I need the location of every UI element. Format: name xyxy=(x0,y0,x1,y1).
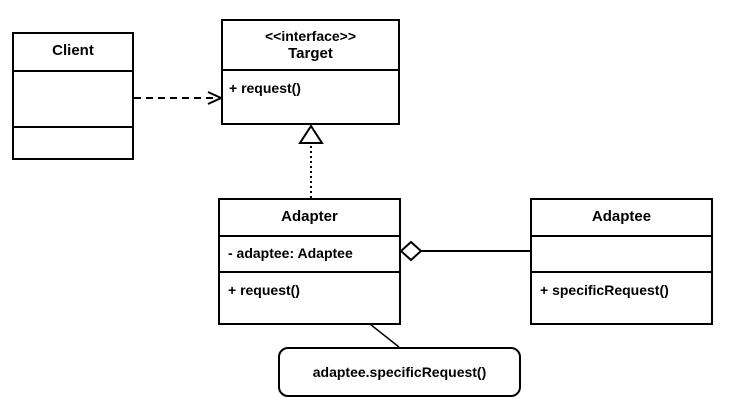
class-client-attributes xyxy=(14,70,132,126)
class-adapter[interactable]: Adapter - adaptee: Adaptee + request() xyxy=(218,198,401,325)
class-client-methods xyxy=(14,126,132,158)
class-target-stereotype: <<interface>> xyxy=(264,28,357,44)
class-adapter-attribute: - adaptee: Adaptee xyxy=(228,245,353,261)
class-client-name: Client xyxy=(52,42,94,59)
dependency-arrowhead xyxy=(207,91,224,105)
note-adapter-implementation[interactable]: adaptee.specificRequest() xyxy=(278,347,521,397)
aggregation-diamond xyxy=(399,240,423,262)
class-adapter-name: Adapter xyxy=(281,208,338,225)
class-target-name: Target xyxy=(288,45,333,62)
class-adapter-attributes: - adaptee: Adaptee xyxy=(220,235,399,271)
class-target-header: <<interface>> Target xyxy=(223,21,398,69)
class-adaptee-methods: + specificRequest() xyxy=(532,271,711,323)
class-adapter-methods: + request() xyxy=(220,271,399,323)
class-target-method: + request() xyxy=(229,80,301,96)
class-client[interactable]: Client xyxy=(12,32,134,160)
class-target[interactable]: <<interface>> Target + request() xyxy=(221,19,400,125)
class-adaptee-name: Adaptee xyxy=(591,208,652,225)
class-target-methods: + request() xyxy=(223,69,398,123)
class-adaptee[interactable]: Adaptee + specificRequest() xyxy=(530,198,713,325)
realization-triangle-head xyxy=(298,124,324,144)
class-adaptee-method: + specificRequest() xyxy=(540,282,669,298)
class-adapter-method: + request() xyxy=(228,282,300,298)
class-adaptee-attributes xyxy=(532,235,711,271)
